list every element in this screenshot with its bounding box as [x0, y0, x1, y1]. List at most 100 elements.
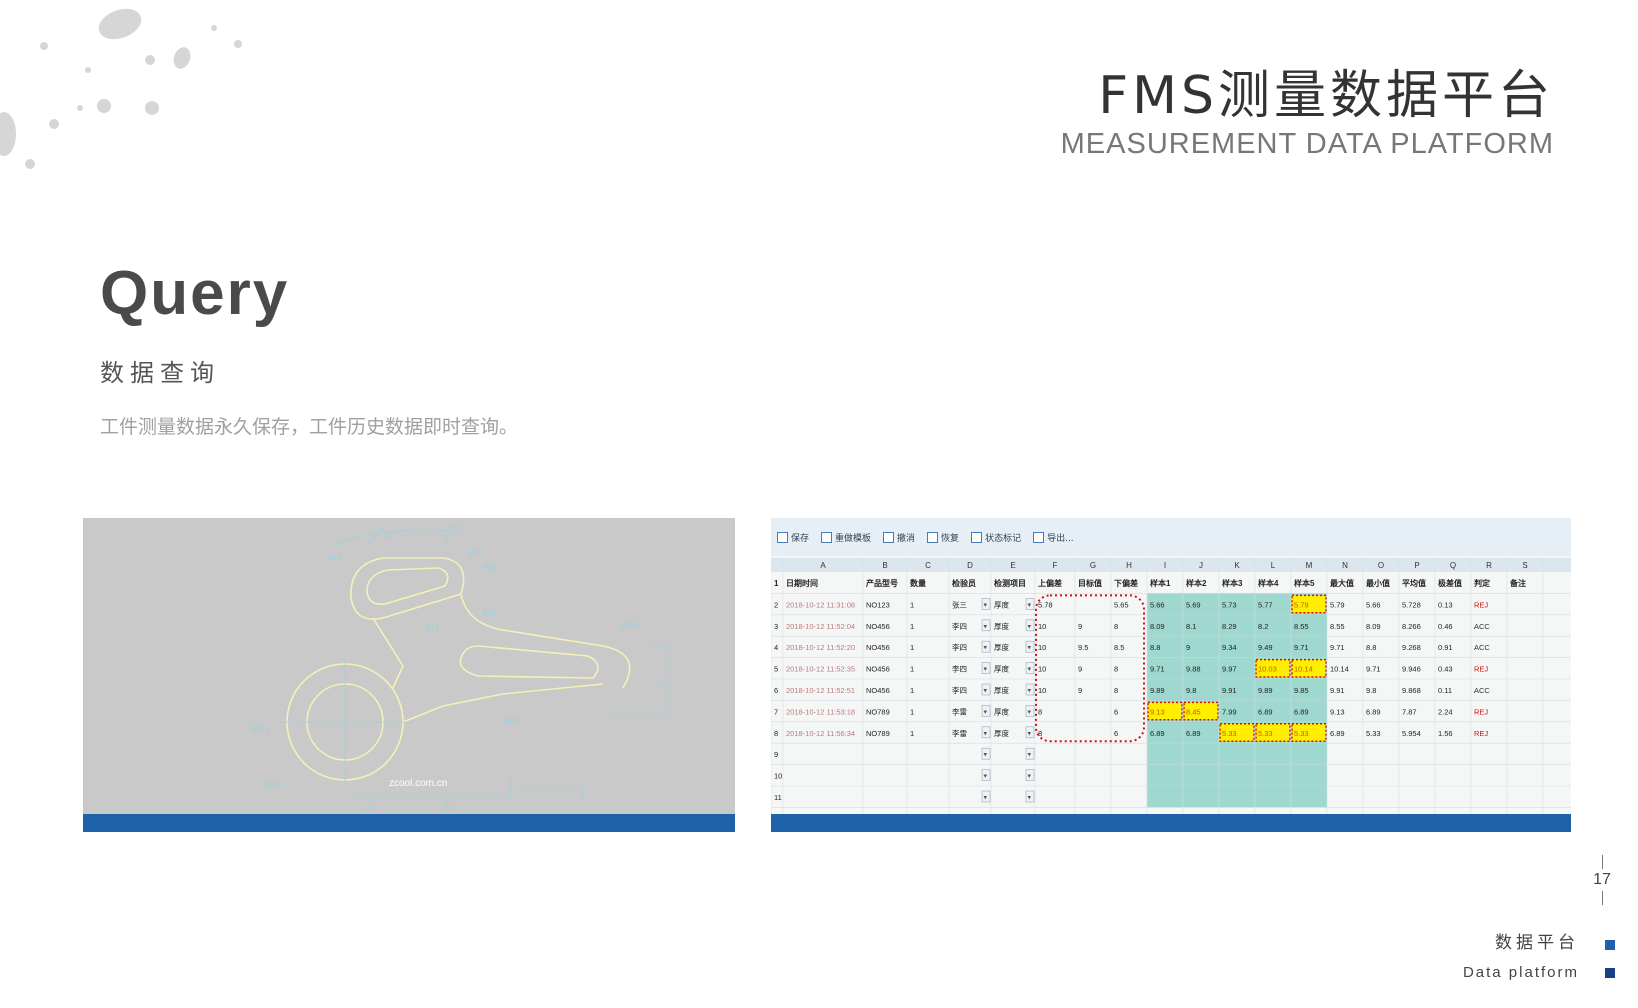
table-cell[interactable]: REJ	[1474, 729, 1488, 738]
table-cell[interactable]: 9.49	[1258, 643, 1273, 652]
header-cell[interactable]: 上偏差	[1038, 578, 1062, 588]
table-cell[interactable]: 1	[910, 622, 914, 631]
header-cell[interactable]: 样本2	[1186, 578, 1207, 588]
table-cell[interactable]: 1	[910, 665, 914, 674]
table-cell[interactable]: 5.954	[1402, 729, 1421, 738]
header-cell[interactable]: 平均值	[1402, 578, 1426, 588]
table-cell[interactable]: 厚度	[994, 621, 1009, 631]
table-cell[interactable]: 10	[1038, 665, 1046, 674]
header-cell[interactable]: 判定	[1474, 578, 1490, 588]
table-cell[interactable]: 厚度	[994, 599, 1009, 609]
table-cell[interactable]: 9.71	[1294, 643, 1309, 652]
dropdown-button[interactable]	[1025, 726, 1035, 739]
table-cell[interactable]: 李四	[952, 642, 967, 652]
save-button[interactable]: 保存	[777, 531, 809, 544]
table-cell[interactable]: 4	[774, 643, 778, 652]
table-cell[interactable]: 5.65	[1114, 600, 1129, 609]
table-cell[interactable]: 7.99	[1222, 707, 1237, 716]
table-cell[interactable]: 1	[910, 643, 914, 652]
header-cell[interactable]: 样本4	[1258, 578, 1279, 588]
table-cell[interactable]: NO456	[866, 686, 890, 695]
header-cell[interactable]: 备注	[1509, 578, 1526, 588]
table-cell[interactable]: 10	[774, 772, 782, 781]
table-cell[interactable]: 9.97	[1222, 665, 1237, 674]
table-cell[interactable]: ACC	[1474, 643, 1490, 652]
table-cell[interactable]: 1	[910, 600, 914, 609]
table-cell[interactable]: 6	[1114, 729, 1118, 738]
table-cell[interactable]: 5.33	[1294, 729, 1309, 738]
table-cell[interactable]: 8.45	[1186, 707, 1201, 716]
export-button[interactable]: 导出...	[1033, 531, 1074, 544]
table-cell[interactable]: 5.79	[1294, 600, 1309, 609]
table-cell[interactable]: 8.1	[1186, 622, 1196, 631]
table-cell[interactable]: REJ	[1474, 707, 1488, 716]
table-cell[interactable]: 0.11	[1438, 686, 1452, 695]
header-cell[interactable]: 样本1	[1150, 578, 1171, 588]
header-cell[interactable]: 1	[774, 579, 779, 588]
table-cell[interactable]: 1	[910, 729, 914, 738]
table-cell[interactable]: ACC	[1474, 686, 1490, 695]
table-cell[interactable]: 5.79	[1330, 600, 1345, 609]
table-cell[interactable]: 5.66	[1366, 600, 1381, 609]
redo-template-button[interactable]: 重做模板	[821, 531, 871, 544]
dropdown-button[interactable]	[1025, 747, 1035, 760]
header-cell[interactable]: 目标值	[1078, 578, 1102, 588]
table-cell[interactable]: 9.8	[1366, 686, 1376, 695]
table-cell[interactable]: 8	[1114, 686, 1118, 695]
table-cell[interactable]: 9.268	[1402, 643, 1421, 652]
table-cell[interactable]: 9.89	[1258, 686, 1273, 695]
table-cell[interactable]: 8.09	[1150, 622, 1165, 631]
table-cell[interactable]: 5.33	[1258, 729, 1273, 738]
table-cell[interactable]: 5.77	[1258, 600, 1273, 609]
status-mark-button[interactable]: 状态标记	[971, 531, 1021, 544]
table-cell[interactable]: 5.73	[1222, 600, 1237, 609]
table-cell[interactable]: 9.13	[1330, 707, 1345, 716]
table-cell[interactable]: 李四	[952, 621, 967, 631]
table-cell[interactable]: 9.71	[1150, 665, 1165, 674]
dropdown-button[interactable]	[1025, 790, 1035, 803]
table-cell[interactable]: 8.55	[1330, 622, 1345, 631]
table-cell[interactable]: 9.5	[1078, 643, 1088, 652]
table-cell[interactable]: 2018-10-12 11:52:20	[786, 643, 855, 652]
table-cell[interactable]: 11	[774, 793, 782, 802]
header-cell[interactable]: 样本3	[1222, 578, 1243, 588]
table-cell[interactable]: 5.78	[1038, 600, 1053, 609]
table-cell[interactable]: 10	[1038, 643, 1046, 652]
table-cell[interactable]: 厚度	[994, 685, 1009, 695]
table-cell[interactable]: NO789	[866, 707, 890, 716]
dropdown-button[interactable]	[981, 747, 991, 760]
table-cell[interactable]: 3	[774, 622, 778, 631]
table-cell[interactable]: 8	[1114, 622, 1118, 631]
table-cell[interactable]: REJ	[1474, 665, 1488, 674]
table-cell[interactable]: 8.5	[1114, 643, 1124, 652]
table-cell[interactable]: 李四	[952, 685, 967, 695]
table-cell[interactable]: NO456	[866, 622, 890, 631]
table-cell[interactable]: 0.91	[1438, 643, 1453, 652]
table-cell[interactable]: 6	[774, 686, 778, 695]
dropdown-button[interactable]	[981, 726, 991, 739]
table-cell[interactable]: 李雷	[952, 728, 967, 738]
dropdown-button[interactable]	[1025, 598, 1035, 610]
table-cell[interactable]: 6.89	[1294, 707, 1309, 716]
table-cell[interactable]: 7.87	[1402, 707, 1417, 716]
dropdown-button[interactable]	[981, 619, 991, 632]
restore-button[interactable]: 恢复	[927, 531, 959, 544]
table-cell[interactable]: 8	[1038, 729, 1042, 738]
table-cell[interactable]: 6.89	[1150, 729, 1165, 738]
table-cell[interactable]: 厚度	[994, 728, 1009, 738]
table-cell[interactable]: 9.71	[1366, 665, 1381, 674]
table-cell[interactable]: 6.89	[1258, 707, 1273, 716]
dropdown-button[interactable]	[981, 598, 991, 610]
dropdown-button[interactable]	[981, 705, 991, 717]
table-cell[interactable]: NO789	[866, 729, 890, 738]
table-cell[interactable]: 5.69	[1186, 600, 1201, 609]
table-cell[interactable]: 8.2	[1258, 622, 1268, 631]
table-cell[interactable]: 9	[1078, 665, 1082, 674]
table-cell[interactable]: 厚度	[994, 664, 1009, 674]
table-cell[interactable]: 9.71	[1330, 643, 1345, 652]
header-cell[interactable]: 检验员	[952, 578, 976, 588]
table-cell[interactable]: 5	[774, 665, 778, 674]
table-cell[interactable]: 李四	[952, 664, 967, 674]
table-cell[interactable]: 10.03	[1258, 665, 1277, 674]
table-cell[interactable]: 7	[774, 707, 778, 716]
